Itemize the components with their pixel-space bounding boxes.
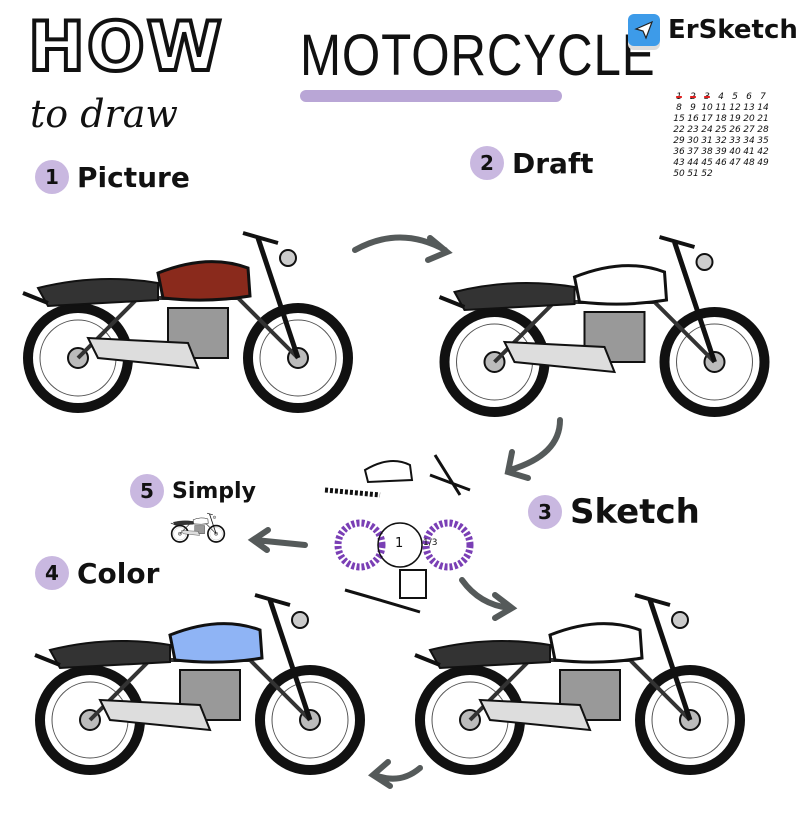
calendar-day: 34 (743, 136, 755, 146)
sketch-construction (324, 454, 474, 614)
arrow-sketch-to-simply (247, 527, 308, 553)
calendar-day: 3 (704, 92, 710, 102)
calendar-day: 17 (701, 114, 713, 124)
calendar-day: 44 (687, 158, 699, 168)
title-underline (300, 90, 562, 102)
calendar-day: 9 (690, 103, 696, 113)
calendar-day: 14 (757, 103, 769, 113)
page-title: MOTORCYCLE (300, 23, 656, 88)
calendar-day: 30 (687, 136, 699, 146)
wheel-ratio-label: 1 (395, 536, 404, 551)
calendar-day: 19 (729, 114, 741, 124)
calendar-day: 18 (715, 114, 727, 124)
step-label: Picture (77, 160, 190, 194)
arrow-3-to-outline (459, 577, 518, 621)
calendar-day: 41 (743, 147, 755, 157)
calendar-day: 11 (715, 103, 727, 113)
calendar-day: 22 (673, 125, 685, 135)
calendar-day: 6 (746, 92, 752, 102)
arrow-outline-to-color (368, 759, 423, 789)
step-number: 4 (35, 556, 69, 590)
calendar-day: 31 (701, 136, 713, 146)
calendar-day: 50 (673, 169, 685, 179)
calendar-day: 12 (729, 103, 741, 113)
how-heading: HOW (26, 6, 224, 89)
calendar-day: 23 (687, 125, 699, 135)
calendar-day: 4 (718, 92, 724, 102)
calendar-day: 16 (687, 114, 699, 124)
calendar-day: 15 (673, 114, 685, 124)
calendar-day: 39 (715, 147, 727, 157)
calendar-day: 10 (701, 103, 713, 113)
calendar-day: 42 (757, 147, 769, 157)
arrow-1-to-2 (352, 234, 453, 263)
to-draw-heading: to draw (30, 92, 178, 136)
step-label: Draft (512, 146, 594, 180)
step-number: 2 (470, 146, 504, 180)
calendar-day: 51 (687, 169, 699, 179)
calendar-day: 45 (701, 158, 713, 168)
calendar-day: 13 (743, 103, 755, 113)
calendar-day: 52 (701, 169, 713, 179)
logo[interactable]: ErSketch (628, 14, 798, 46)
calendar-day: 21 (757, 114, 769, 124)
step-number: 3 (528, 495, 562, 529)
calendar-day: 1 (676, 92, 682, 102)
calendar-day: 26 (729, 125, 741, 135)
logo-text: ErSketch (668, 15, 798, 45)
calendar-day: 47 (729, 158, 741, 168)
step-number: 5 (130, 474, 164, 508)
paper-plane-icon (628, 14, 660, 46)
calendar-day: 43 (673, 158, 685, 168)
step-number: 1 (35, 160, 69, 194)
calendar-day: 28 (757, 125, 769, 135)
arrow-2-to-3 (504, 417, 563, 481)
calendar-day: 49 (757, 158, 769, 168)
calendar-day: 29 (673, 136, 685, 146)
calendar-day: 8 (676, 103, 682, 113)
calendar-day: 20 (743, 114, 755, 124)
step-label: Color (77, 556, 160, 590)
step-label: Sketch (570, 492, 700, 532)
step-5: 5 Simply (130, 474, 256, 508)
fraction-label: 1/3 (423, 538, 438, 548)
calendar-day: 48 (743, 158, 755, 168)
calendar-day: 36 (673, 147, 685, 157)
calendar-day: 33 (729, 136, 741, 146)
calendar-day: 35 (757, 136, 769, 146)
calendar-day: 24 (701, 125, 713, 135)
calendar-day: 5 (732, 92, 738, 102)
calendar-day: 37 (687, 147, 699, 157)
calendar-day: 25 (715, 125, 727, 135)
calendar-day: 7 (760, 92, 766, 102)
calendar-day: 38 (701, 147, 713, 157)
calendar-day: 46 (715, 158, 727, 168)
calendar-day: 32 (715, 136, 727, 146)
calendar-day: 40 (729, 147, 741, 157)
calendar-day: 2 (690, 92, 696, 102)
calendar-day: 27 (743, 125, 755, 135)
step-label: Simply (172, 478, 256, 504)
